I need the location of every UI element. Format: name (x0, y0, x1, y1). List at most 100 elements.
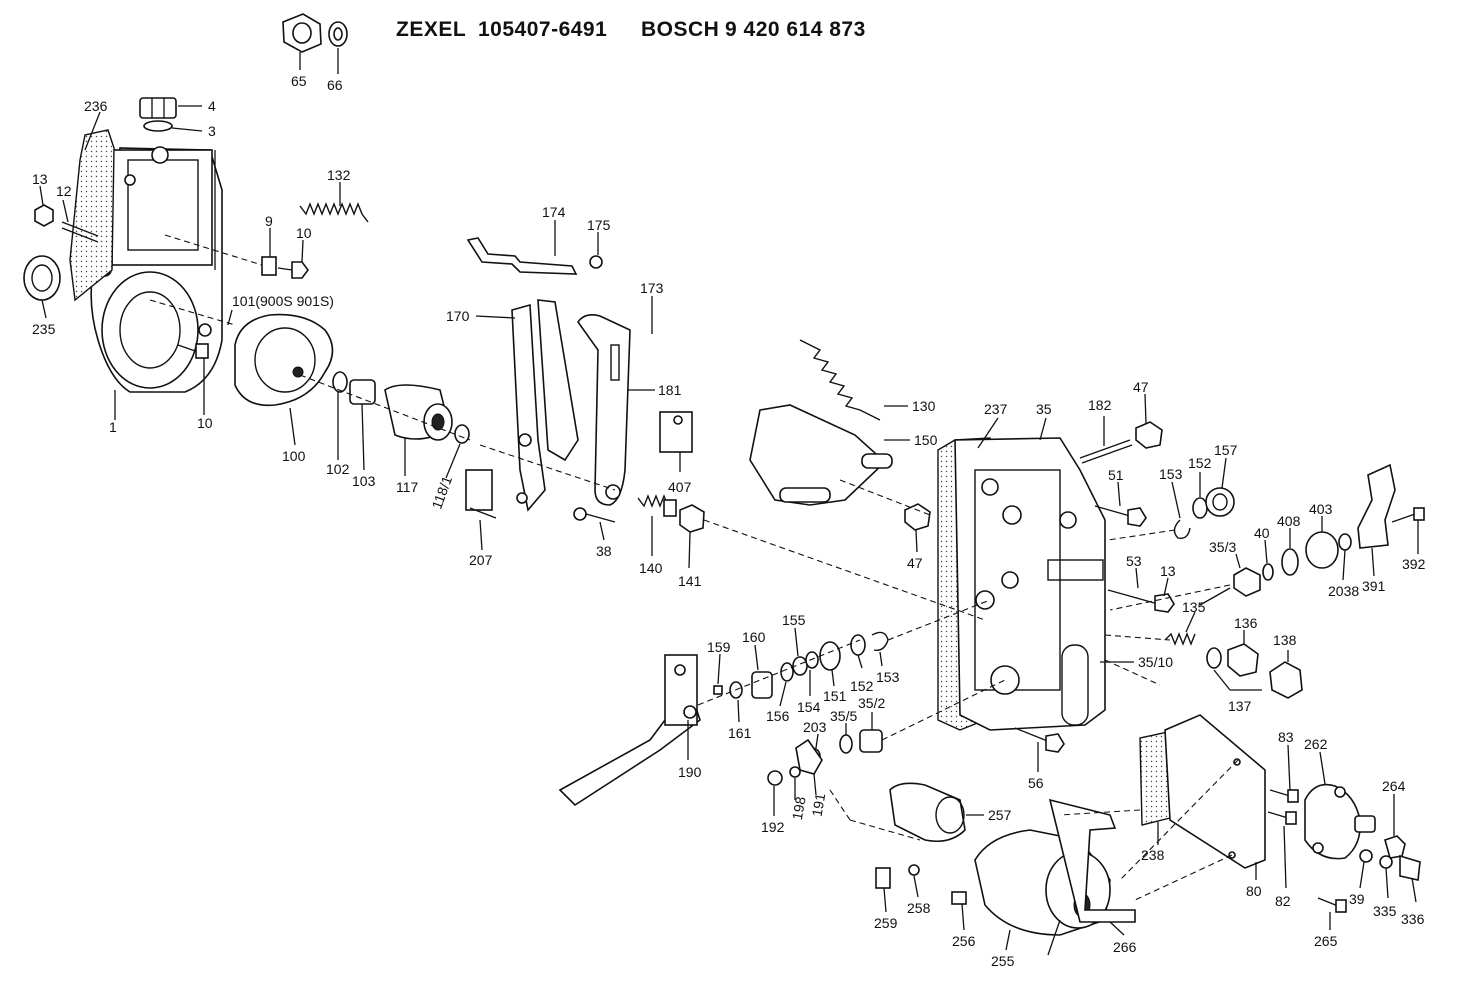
label-9: 9 (265, 213, 273, 229)
part-65-nut (282, 13, 322, 53)
part-4-plug (139, 97, 177, 119)
label-13-left: 13 (32, 171, 48, 187)
label-56: 56 (1028, 775, 1044, 791)
label-135: 135 (1182, 599, 1206, 615)
label-391: 391 (1362, 578, 1386, 594)
part-10-screw-upper (277, 261, 309, 279)
zexel-part-number: 105407-6491 (478, 18, 608, 41)
label-238: 238 (1141, 847, 1165, 863)
label-207: 207 (469, 552, 493, 568)
label-152-lower: 152 (850, 678, 874, 694)
part-39-washer (1359, 849, 1373, 863)
part-408-ring (1281, 548, 1299, 576)
label-47-lower: 47 (907, 555, 923, 571)
part-132-spring (299, 202, 369, 223)
label-3: 3 (208, 123, 216, 139)
part-1-housing (90, 146, 223, 393)
label-136: 136 (1234, 615, 1258, 631)
label-101: 101(900S 901S) (232, 293, 334, 309)
label-35: 35 (1036, 401, 1052, 417)
label-175: 175 (587, 217, 611, 233)
part-175-nut (589, 255, 603, 269)
part-82-screw (1267, 811, 1297, 825)
part-153-clip-upper (1173, 519, 1191, 539)
label-151: 151 (823, 688, 847, 704)
part-391-bracket (1357, 463, 1396, 549)
label-80: 80 (1246, 883, 1262, 899)
part-83-screw (1269, 789, 1299, 803)
label-35-2: 35/2 (858, 695, 885, 711)
part-40-washer (1262, 563, 1274, 581)
part-265-screw (1317, 897, 1347, 913)
part-35-5-washer (839, 734, 853, 754)
label-82: 82 (1275, 893, 1291, 909)
label-157: 157 (1214, 442, 1238, 458)
label-173: 173 (640, 280, 664, 296)
part-207-block (465, 469, 497, 519)
label-256: 256 (952, 933, 976, 949)
label-235: 235 (32, 321, 56, 337)
assembly-dashed-lines (149, 234, 1239, 901)
label-262: 262 (1304, 736, 1328, 752)
part-labels: 65 66 236 4 3 13 12 235 132 9 10 101(900… (32, 48, 1426, 969)
label-140: 140 (639, 560, 663, 576)
part-100-flyweight (234, 313, 334, 407)
label-13-right: 13 (1160, 563, 1176, 579)
label-255: 255 (991, 953, 1015, 969)
brand-bosch: BOSCH (641, 18, 720, 41)
part-407-block (659, 411, 693, 453)
part-155-ring (792, 656, 808, 676)
label-190: 190 (678, 764, 702, 780)
label-258: 258 (907, 900, 931, 916)
part-403-cap (1305, 531, 1339, 569)
part-152-ring-upper (1192, 497, 1208, 519)
part-103-sleeve (349, 379, 376, 405)
part-151-bush (819, 641, 841, 671)
label-83: 83 (1278, 729, 1294, 745)
label-51: 51 (1108, 467, 1124, 483)
label-159: 159 (707, 639, 731, 655)
label-65: 65 (291, 73, 307, 89)
part-35-3-nut (1233, 567, 1261, 597)
part-198-washer (789, 766, 801, 778)
part-35-2-plug (859, 729, 883, 753)
part-262-flange (1304, 783, 1376, 860)
part-117-sleeve (384, 384, 453, 441)
label-117: 117 (396, 479, 419, 495)
part-154-spring (805, 651, 819, 669)
part-392-screw (1391, 507, 1425, 523)
label-170: 170 (446, 308, 470, 324)
part-140-adjuster (637, 494, 677, 517)
part-138-cap (1269, 661, 1303, 699)
part-2038-washer (1338, 533, 1352, 551)
part-255-solenoid (974, 829, 1111, 956)
part-336-cap (1399, 854, 1421, 881)
label-154: 154 (797, 699, 821, 715)
label-335: 335 (1373, 903, 1397, 919)
label-259: 259 (874, 915, 898, 931)
label-236: 236 (84, 98, 108, 114)
label-1: 1 (109, 419, 117, 435)
label-138: 138 (1273, 632, 1297, 648)
part-51-bolt (1094, 505, 1147, 527)
label-203: 203 (803, 719, 827, 735)
label-407: 407 (668, 479, 692, 495)
part-136-nut (1227, 643, 1259, 677)
label-47-upper: 47 (1133, 379, 1149, 395)
part-258-washer (908, 864, 920, 876)
label-53: 53 (1126, 553, 1142, 569)
part-47-bolt-lower (904, 503, 931, 531)
label-257: 257 (988, 807, 1012, 823)
label-12: 12 (56, 183, 72, 199)
part-137-washer (1206, 647, 1222, 669)
label-198: 198 (789, 795, 809, 821)
label-265: 265 (1314, 933, 1338, 949)
part-118-1-washer (454, 424, 470, 444)
label-153-upper: 153 (1159, 466, 1183, 482)
label-118-1: 118/1 (428, 474, 455, 512)
part-80-cover-plate (1164, 714, 1266, 869)
label-38: 38 (596, 543, 612, 559)
label-408: 408 (1277, 513, 1301, 529)
label-141: 141 (678, 573, 702, 589)
